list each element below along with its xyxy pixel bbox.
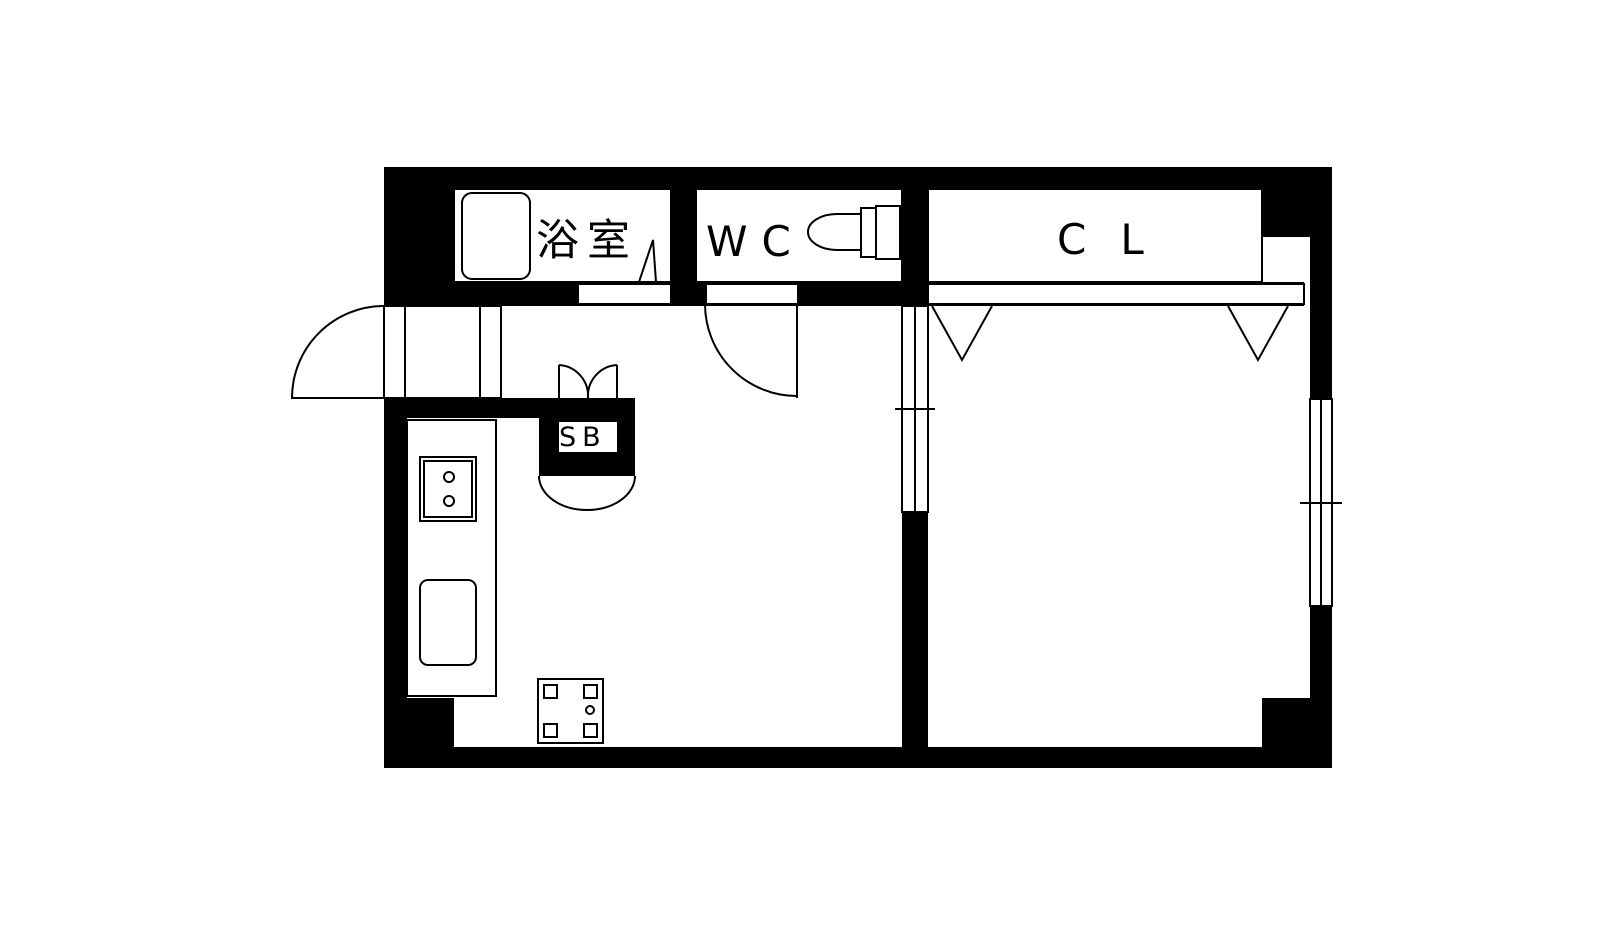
exterior-walls (384, 167, 1332, 768)
shoe-box-label-area (559, 422, 617, 452)
stove-icon (419, 456, 477, 522)
closet-label: CL (1057, 215, 1178, 264)
bath-door-frame (577, 283, 672, 305)
wall-left-lower (384, 398, 407, 768)
sliding-door-mid (895, 305, 935, 513)
column-top-right (1262, 167, 1332, 237)
shoe-box-label: SB (559, 422, 607, 453)
bath-label: 浴室 (536, 216, 638, 266)
wc-door (704, 303, 798, 398)
wall-mid-lower (902, 512, 928, 747)
shoe-box-icon (538, 364, 636, 511)
openings (384, 283, 1305, 452)
entrance-door (290, 305, 502, 399)
wall-bottom (384, 747, 1332, 768)
closet-door-frame (927, 283, 1305, 305)
sink-icon (419, 579, 477, 666)
bathtub-icon (453, 188, 672, 283)
column-bottom-left (384, 698, 454, 768)
bath-door (637, 239, 658, 283)
wc-label: WC (706, 217, 805, 266)
kitchen-counter (406, 419, 497, 697)
wc-door-frame (705, 283, 799, 305)
column-bottom-right (1262, 698, 1332, 768)
closet-space (927, 188, 1263, 283)
window-right (1300, 398, 1342, 607)
closet-doors (931, 305, 1289, 363)
entrance-opening (384, 306, 501, 398)
washing-machine-icon (537, 678, 604, 744)
toilet-icon (695, 188, 903, 283)
wall-top (384, 167, 1332, 189)
interior-walls (384, 189, 1304, 747)
wall-left-upper (384, 167, 454, 306)
